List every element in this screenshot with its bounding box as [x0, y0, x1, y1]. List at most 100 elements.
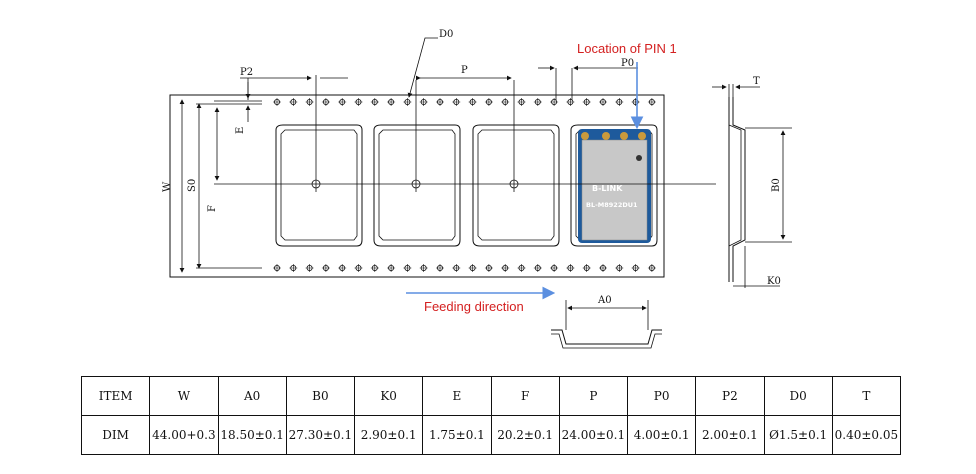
pocket-3: [472, 124, 560, 247]
table-cell: B0: [285, 376, 356, 416]
sprocket-hole-cross: [436, 98, 444, 106]
sprocket-hole-cross: [403, 264, 412, 272]
table-cell: Ø1.5±0.1: [763, 415, 833, 455]
sprocket-hole-cross: [582, 98, 591, 106]
sprocket-hole-cross: [550, 98, 559, 106]
sprocket-holes-top: [273, 98, 656, 106]
label-e: E: [235, 127, 246, 134]
sprocket-hole-cross: [647, 264, 656, 272]
sprocket-hole-cross: [305, 98, 314, 106]
sprocket-hole-cross: [615, 98, 624, 106]
module-part-number: BL-M8922DU1: [586, 201, 638, 209]
table-cell: 4.00±0.1: [626, 415, 697, 455]
table-cell: 44.00+0.3: [149, 415, 219, 455]
sprocket-hole-cross: [273, 264, 281, 272]
sprocket-hole-cross: [517, 98, 526, 106]
pocket-2: [373, 124, 461, 247]
sprocket-hole-cross: [338, 264, 347, 272]
table-cell: 2.90±0.1: [353, 415, 424, 455]
pocket-cross-section: [551, 329, 662, 349]
sprocket-hole-cross: [452, 98, 461, 106]
sprocket-hole-cross: [566, 264, 575, 272]
sprocket-hole-cross: [484, 264, 493, 272]
label-p2: P2: [240, 67, 253, 78]
sprocket-hole-cross: [289, 98, 298, 106]
sprocket-holes-bottom: [273, 264, 656, 272]
label-p0: P0: [621, 58, 634, 69]
table-header-row: ITEM W A0 B0 K0 E F P P0 P2 D0 T: [80, 376, 902, 416]
sprocket-hole-cross: [338, 98, 347, 106]
sprocket-hole-cross: [517, 264, 526, 272]
table-cell: 27.30±0.1: [285, 415, 356, 455]
sprocket-hole-cross: [419, 98, 428, 106]
sprocket-hole-cross: [582, 264, 591, 272]
sprocket-hole-cross: [321, 264, 330, 272]
sprocket-hole-cross: [354, 264, 363, 272]
label-w: W: [162, 181, 173, 192]
table-cell: E: [422, 376, 492, 416]
table-cell: ITEM: [80, 376, 151, 416]
sprocket-hole-cross: [419, 264, 428, 272]
label-s0: S0: [187, 179, 198, 192]
carrier-tape: [169, 94, 665, 278]
label-t: T: [753, 76, 760, 87]
table-row: DIM 44.00+0.3 18.50±0.1 27.30±0.1 2.90±0…: [80, 415, 902, 455]
sprocket-hole-cross: [305, 264, 314, 272]
module-brand: B-LINK: [592, 184, 623, 193]
sprocket-hole-cross: [647, 98, 656, 106]
sprocket-hole-cross: [387, 98, 396, 106]
table-cell: 2.00±0.1: [695, 415, 765, 455]
table-cell: K0: [353, 376, 424, 416]
pad-icon: [581, 132, 589, 140]
label-b0: B0: [771, 178, 782, 192]
sprocket-hole-cross: [468, 98, 477, 106]
table-cell: D0: [763, 376, 833, 416]
sprocket-hole-cross: [533, 264, 542, 272]
table-cell: T: [831, 376, 902, 416]
sprocket-hole-cross: [484, 98, 493, 106]
sprocket-hole-cross: [501, 98, 510, 106]
pocket-1: [275, 124, 363, 247]
sprocket-hole-cross: [403, 98, 412, 106]
sprocket-hole-cross: [436, 264, 444, 272]
sprocket-hole-cross: [452, 264, 461, 272]
table-cell: F: [490, 376, 560, 416]
label-f: F: [207, 205, 218, 212]
sprocket-hole-cross: [631, 98, 640, 106]
table-cell: P: [558, 376, 629, 416]
sprocket-hole-cross: [501, 264, 510, 272]
sprocket-hole-cross: [615, 264, 624, 272]
sprocket-hole-cross: [468, 264, 477, 272]
table-cell: W: [149, 376, 219, 416]
sprocket-hole-cross: [370, 264, 379, 272]
sprocket-hole-cross: [566, 98, 575, 106]
sprocket-hole-cross: [387, 264, 396, 272]
sprocket-hole-cross: [273, 98, 281, 106]
table-cell: 24.00±0.1: [558, 415, 629, 455]
label-k0: K0: [767, 276, 781, 287]
sprocket-hole-cross: [550, 264, 559, 272]
table-cell: A0: [217, 376, 287, 416]
dimension-table: ITEM W A0 B0 K0 E F P P0 P2 D0 T DIM 44.…: [80, 376, 902, 455]
sprocket-hole-cross: [354, 98, 363, 106]
pin1-dot-icon: [636, 155, 642, 161]
sprocket-hole-cross: [370, 98, 379, 106]
label-d0: D0: [439, 29, 453, 40]
table-cell: 20.2±0.1: [490, 415, 560, 455]
sprocket-hole-cross: [599, 264, 607, 272]
pad-icon: [620, 132, 628, 140]
table-cell: P0: [626, 376, 697, 416]
table-cell: 1.75±0.1: [422, 415, 492, 455]
table-cell: P2: [695, 376, 765, 416]
sprocket-hole-cross: [289, 264, 298, 272]
pin1-location-label: Location of PIN 1: [577, 41, 677, 56]
table-cell: 18.50±0.1: [217, 415, 287, 455]
table-cell: DIM: [80, 415, 151, 455]
sprocket-hole-cross: [631, 264, 640, 272]
sprocket-hole-cross: [599, 98, 607, 106]
table-cell: 0.40±0.05: [831, 415, 902, 455]
tape-side-section: [728, 97, 746, 282]
sprocket-hole-cross: [533, 98, 542, 106]
label-a0: A0: [597, 295, 612, 306]
wifi-module: B-LINK BL-M8922DU1: [578, 129, 651, 243]
